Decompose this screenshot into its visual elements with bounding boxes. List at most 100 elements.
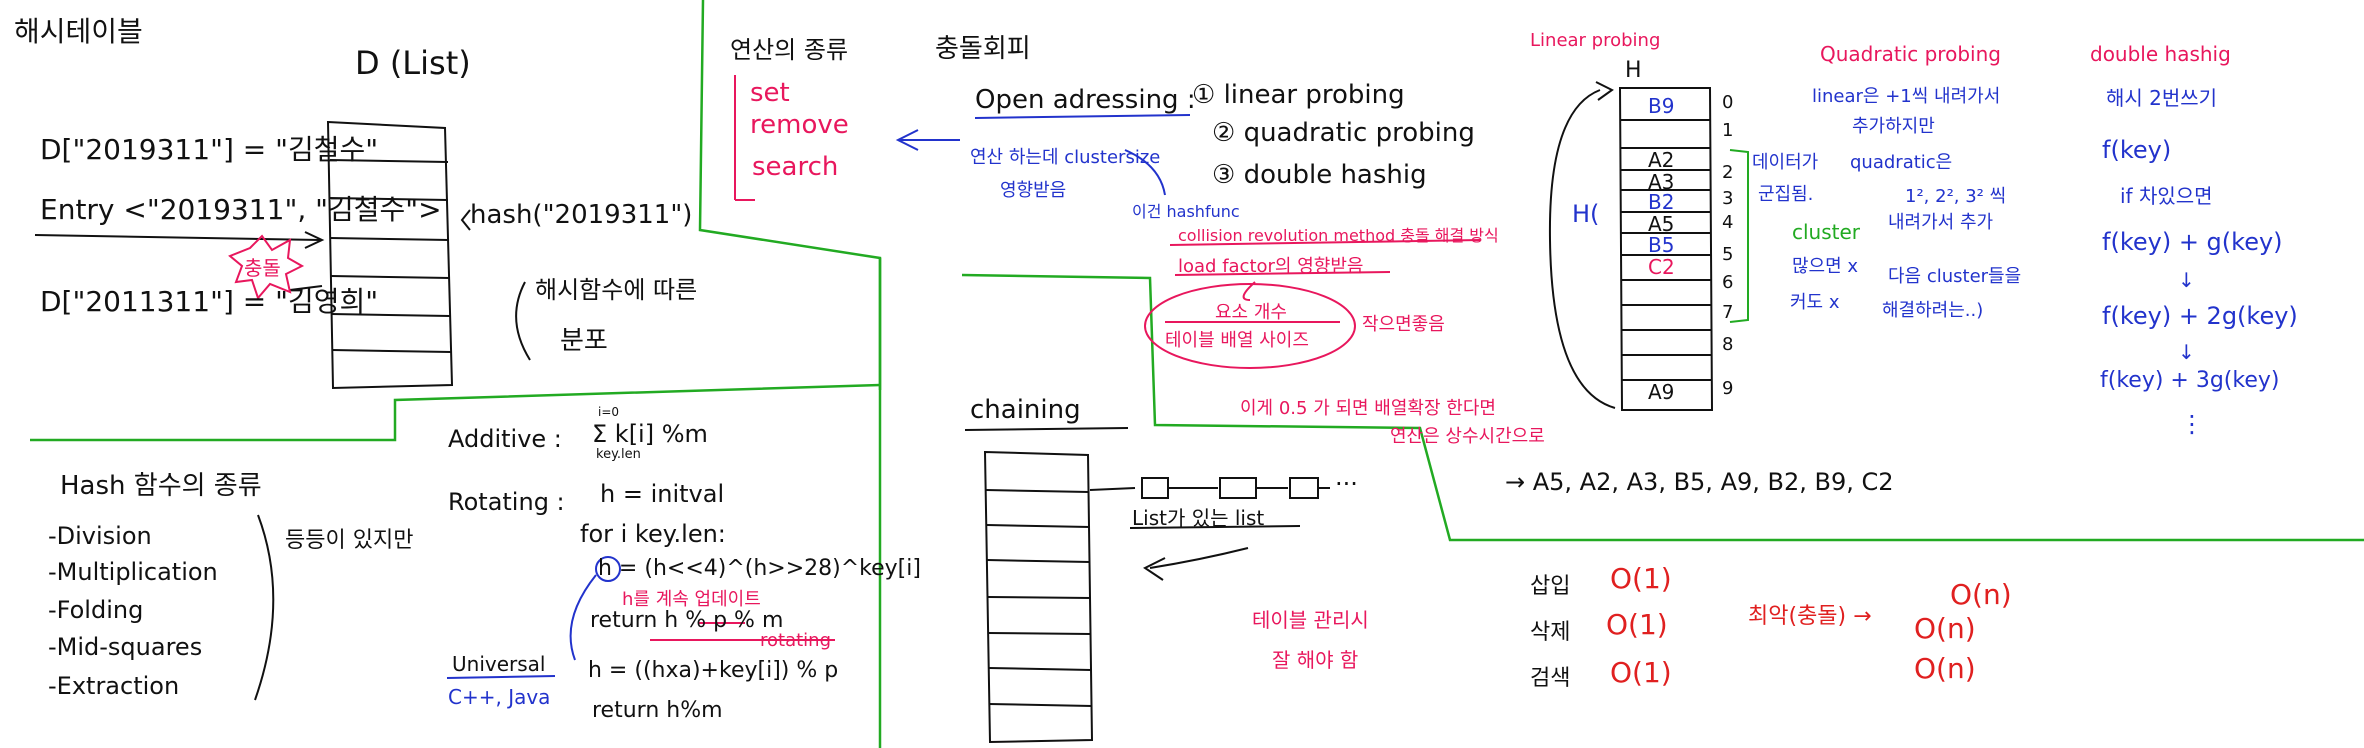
quadratic-line-1: linear은 +1씩 내려가서 bbox=[1812, 86, 2001, 107]
small-is-good-note: 작으면좋음 bbox=[1362, 314, 1445, 335]
open-addressing-label: Open adressing : bbox=[975, 85, 1196, 115]
probe-slot-6: B5 bbox=[1648, 233, 1675, 257]
sum-bottom: key.len bbox=[596, 447, 641, 462]
cluster-size-note-2: 영향받음 bbox=[1000, 180, 1067, 201]
collision-resolution-method: collision revolution method 충돌 해결 방식 bbox=[1178, 226, 1499, 245]
op-set: set bbox=[750, 78, 790, 108]
complexity-note-2: 잘 해야 함 bbox=[1272, 648, 1359, 672]
code-line-4: return h % p % m bbox=[590, 608, 784, 633]
probe-table bbox=[1548, 81, 1714, 411]
probe-slot-0: B9 bbox=[1648, 94, 1675, 118]
hash-funcs-bracket bbox=[254, 514, 275, 701]
complexity-search-label: 검색 bbox=[1530, 666, 1571, 691]
probe-slot-2: A2 bbox=[1648, 148, 1675, 172]
probe-title: Linear probing bbox=[1530, 30, 1661, 51]
distribution-bracket bbox=[515, 281, 531, 361]
probe-slot-5: A5 bbox=[1648, 212, 1675, 236]
universal-line: h = ((hxa)+key[i]) % p bbox=[588, 658, 839, 683]
complexity-insert-label: 삽입 bbox=[1530, 574, 1571, 599]
double-hash-arrow-1: ↓ bbox=[2178, 268, 2195, 292]
complexity-insert-value: O(1) bbox=[1610, 562, 1672, 595]
collision-label: 충돌 bbox=[244, 256, 281, 280]
cluster-note-2: 군집됨. bbox=[1758, 184, 1814, 205]
complexity-worst-label: 최악(충돌) → bbox=[1748, 604, 1872, 629]
complexity-worst-delete: O(n) bbox=[1914, 612, 1976, 645]
probe-index-8: 8 bbox=[1722, 334, 1734, 355]
cluster-note-1: 데이터가 bbox=[1752, 152, 1819, 173]
universal-label: Universal bbox=[452, 652, 546, 676]
code-note-update: h를 계속 업데이트 bbox=[622, 589, 761, 610]
quadratic-line-2: 추가하지만 bbox=[1852, 116, 1935, 137]
expand-note-2: 연산은 상수시간으로 bbox=[1390, 426, 1545, 447]
double-hash-arrow-2: ↓ bbox=[2178, 340, 2195, 364]
sum-top: i=0 bbox=[598, 405, 620, 419]
complexity-worst-search: O(n) bbox=[1914, 652, 1976, 685]
additive-label: Additive : bbox=[448, 425, 562, 453]
hash-call: hash("2019311") bbox=[470, 200, 693, 230]
complexity-worst-insert: O(n) bbox=[1950, 578, 2012, 611]
hash-bracket-left bbox=[460, 209, 471, 231]
probe-H-label: H bbox=[1625, 58, 1642, 83]
entry-arrows bbox=[34, 231, 325, 291]
method-double: ③ double hashig bbox=[1212, 160, 1427, 190]
probe-slot-4: B2 bbox=[1648, 190, 1675, 214]
universal-langs: C++, Java bbox=[448, 685, 551, 709]
double-hash-ellipsis: ⋮ bbox=[2180, 410, 2204, 438]
probe-index-3: 3 bbox=[1722, 188, 1734, 209]
hash-funcs-title: Hash 함수의 종류 bbox=[60, 471, 262, 501]
hash-table-D bbox=[326, 120, 454, 390]
quadratic-line-4: 1², 2², 3² 씩 bbox=[1905, 186, 2007, 207]
hash-func-multiplication: -Multiplication bbox=[48, 558, 218, 586]
cluster-size-note: 연산 하는데 clustersize bbox=[970, 147, 1161, 168]
complexity-note-1: 테이블 관리시 bbox=[1252, 608, 1369, 632]
cluster-note-5: 커도 x bbox=[1790, 292, 1840, 313]
chaining-list-label: List가 있는 list bbox=[1132, 506, 1265, 530]
code-line-2: for i key.len: bbox=[580, 520, 726, 548]
quadratic-line-3: quadratic은 bbox=[1850, 152, 1953, 173]
expand-note-1: 이게 0.5 가 되면 배열확장 한다면 bbox=[1240, 398, 1496, 419]
method-linear: ① linear probing bbox=[1192, 80, 1405, 110]
additive-expr: Σ k[i] %m bbox=[592, 420, 708, 448]
quadratic-line-5: 내려가서 추가 bbox=[1888, 212, 1994, 233]
cluster-note-3: cluster bbox=[1792, 220, 1861, 244]
probe-slot-7: C2 bbox=[1648, 255, 1675, 279]
universal-return: return h%m bbox=[592, 698, 723, 723]
double-hash-line-1: f(key) bbox=[2102, 136, 2172, 164]
entry-label: Entry <"2019311", "김철수"> bbox=[40, 193, 442, 226]
probe-index-5: 5 bbox=[1722, 244, 1734, 265]
rotating-word: rotating bbox=[760, 630, 831, 651]
probe-index-6: 6 bbox=[1722, 272, 1734, 293]
double-hash-line-4: f(key) + 2g(key) bbox=[2102, 302, 2298, 330]
hash-func-folding: -Folding bbox=[48, 596, 144, 624]
double-hash-line-2: if 차있으면 bbox=[2120, 184, 2213, 208]
double-hash-subtitle: 해시 2번쓰기 bbox=[2106, 86, 2218, 110]
d-assign-2: D["2011311"] = "김영희" bbox=[40, 285, 379, 318]
distribution-note-2: 분포 bbox=[560, 326, 608, 356]
probe-insert-sequence: → A5, A2, A3, B5, A9, B2, B9, C2 bbox=[1505, 468, 1894, 496]
collision-burst-icon bbox=[228, 234, 305, 300]
probe-H-marker: H( bbox=[1572, 200, 1600, 228]
hash-funcs-note: 등등이 있지만 bbox=[285, 528, 414, 553]
d-assign-1: D["2019311"] = "김철수" bbox=[40, 133, 379, 166]
quadratic-title: Quadratic probing bbox=[1820, 42, 2001, 66]
complexity-delete-value: O(1) bbox=[1606, 608, 1668, 641]
double-hash-line-3: f(key) + g(key) bbox=[2102, 228, 2283, 256]
chaining-table bbox=[964, 427, 1330, 744]
probe-index-7: 7 bbox=[1722, 302, 1734, 323]
d-list-label: D (List) bbox=[355, 44, 471, 82]
probe-index-0: 0 bbox=[1722, 92, 1734, 113]
collision-title: 충돌회피 bbox=[935, 34, 1031, 64]
ops-title: 연산의 종류 bbox=[730, 36, 849, 64]
hash-func-extraction: -Extraction bbox=[48, 672, 180, 700]
method-quadratic: ② quadratic probing bbox=[1212, 118, 1475, 148]
chaining-dots: ··· bbox=[1335, 470, 1358, 498]
rotating-label: Rotating : bbox=[448, 488, 565, 516]
probe-index-2: 2 bbox=[1722, 162, 1734, 183]
open-addr-annotations bbox=[895, 114, 1481, 369]
probe-slot-9: A9 bbox=[1648, 380, 1675, 404]
double-hash-title: double hashig bbox=[2090, 42, 2231, 66]
probe-index-1: 1 bbox=[1722, 120, 1734, 141]
code-line-3: h = (h<<4)^(h>>28)^key[i] bbox=[598, 556, 921, 581]
chaining-title: chaining bbox=[970, 395, 1081, 425]
